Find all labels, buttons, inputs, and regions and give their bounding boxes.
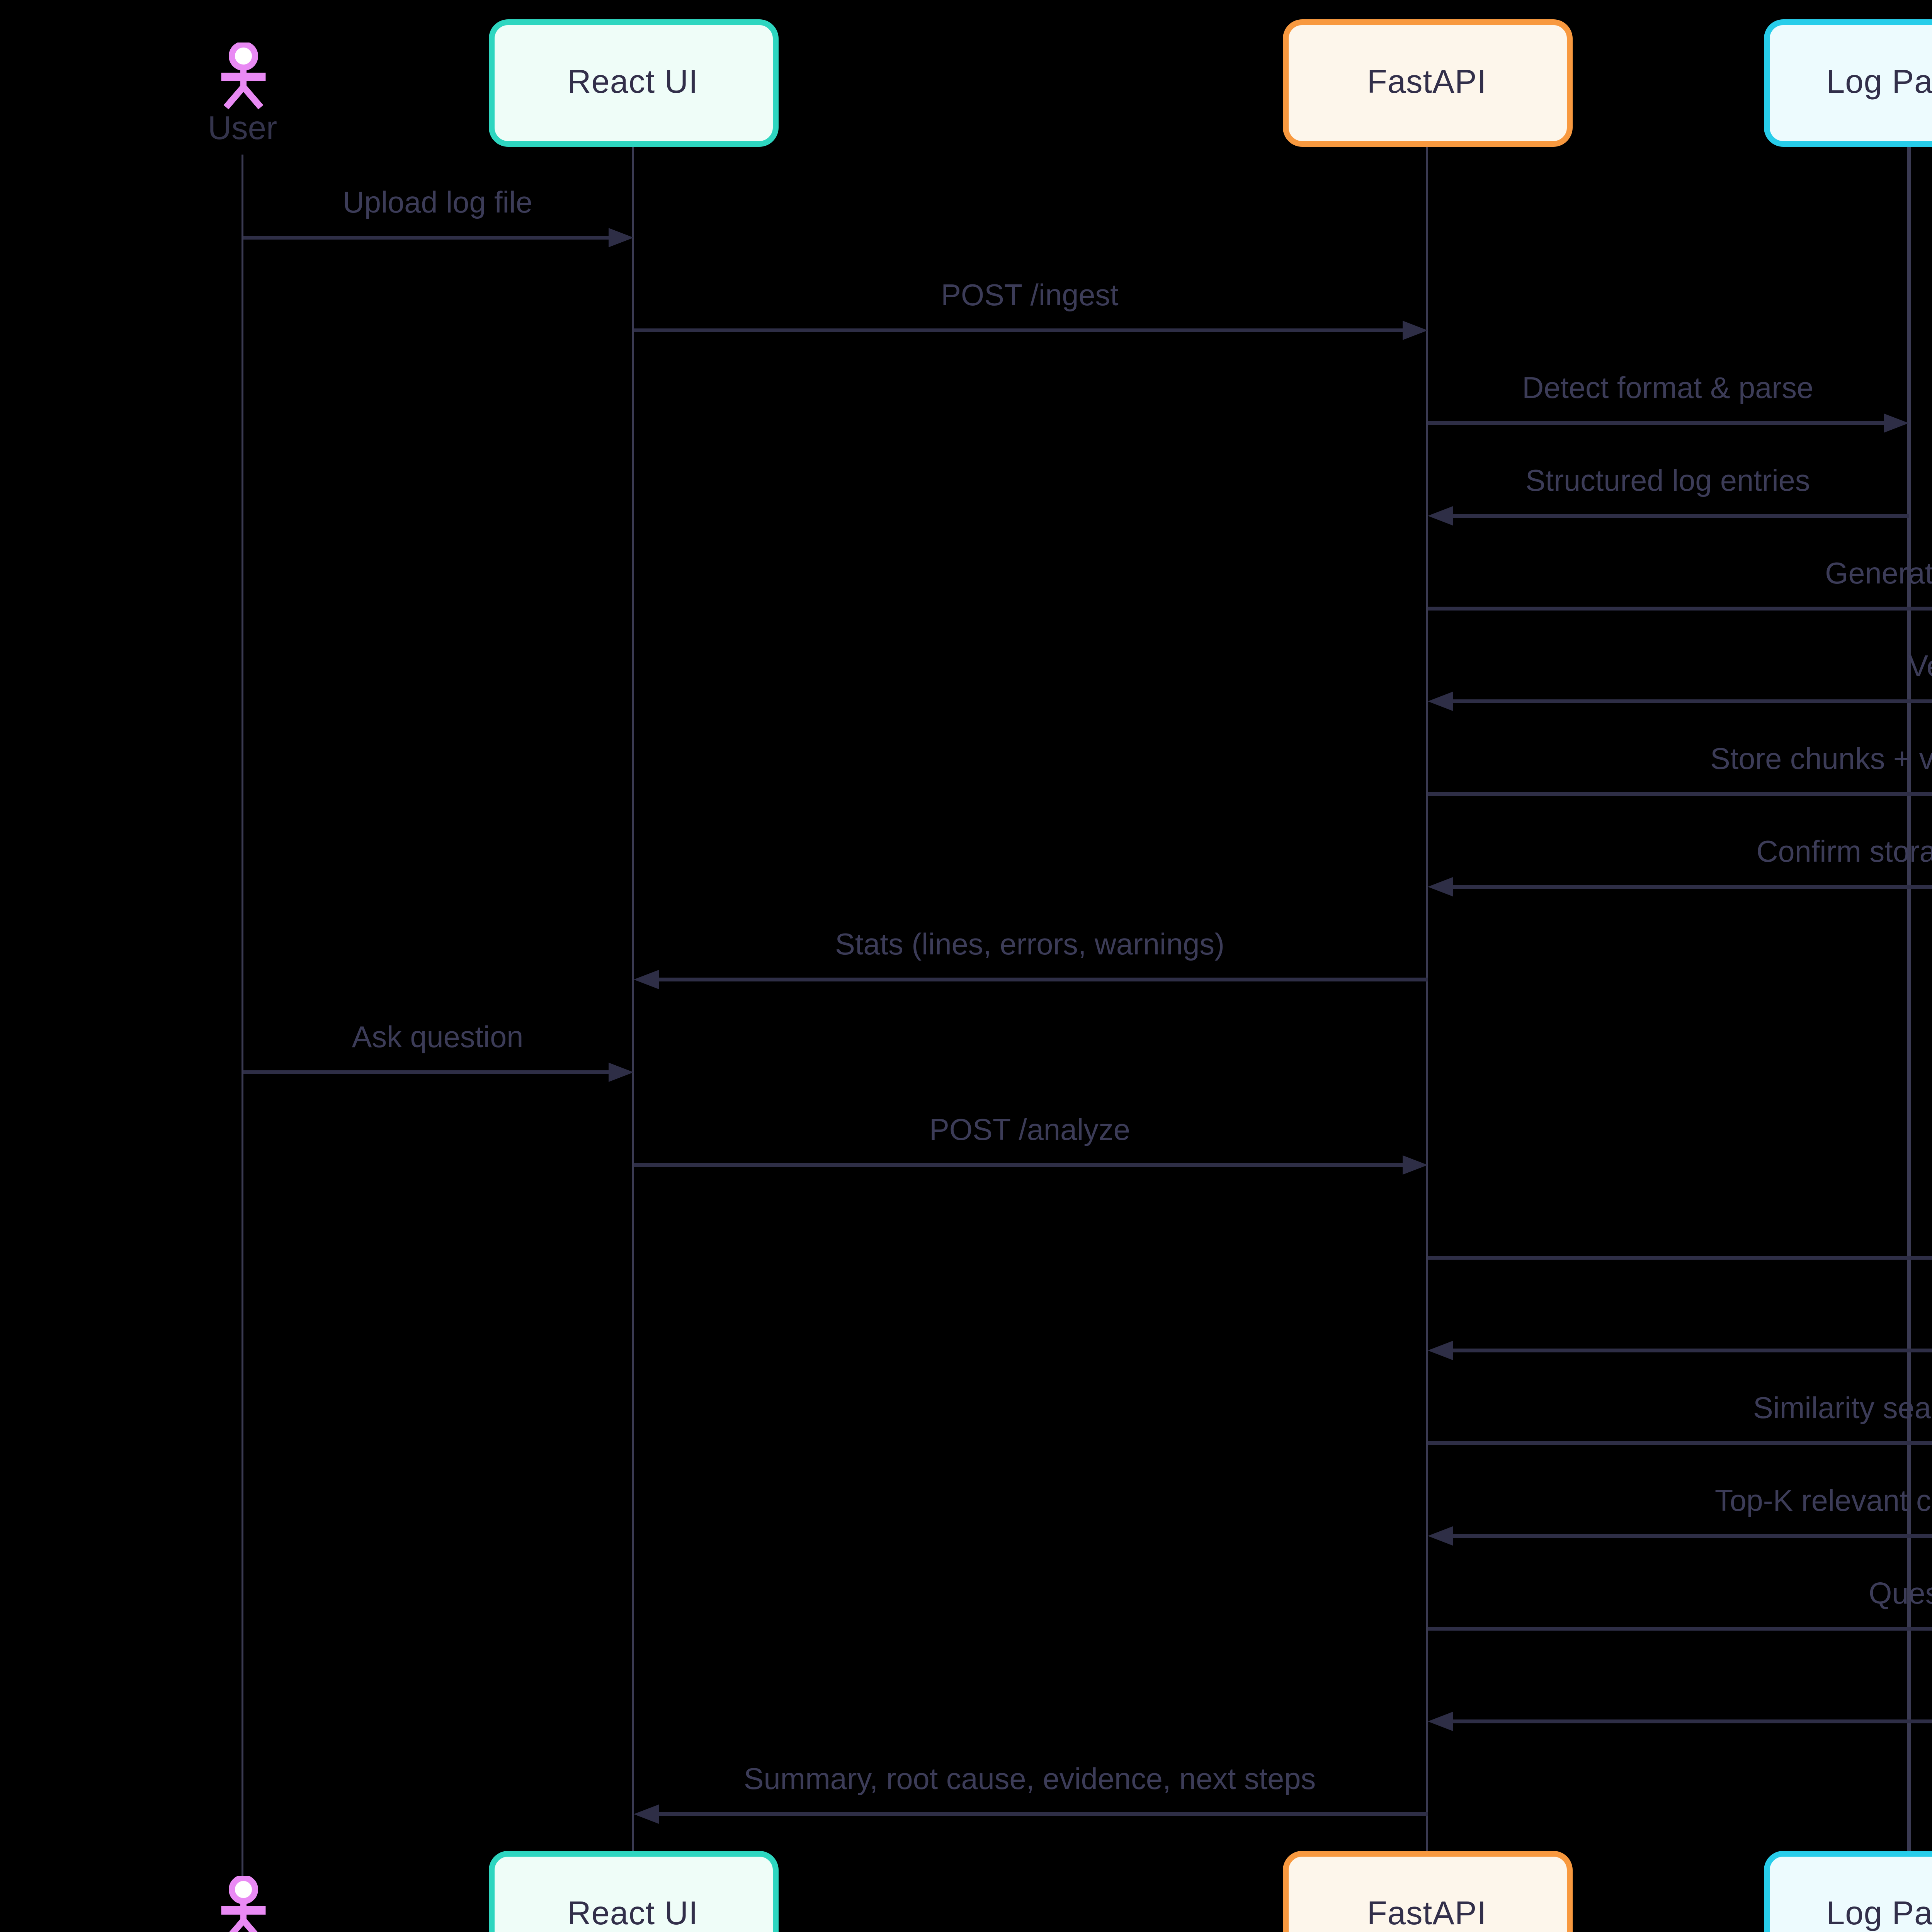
message-10-ask-question: Ask question [242, 1000, 633, 1082]
message-1-upload-log-file: Upload log file [242, 165, 633, 247]
participant-react-ui-bottom: React UI [488, 1851, 778, 1932]
participant-fastapi-top: FastAPI [1282, 19, 1572, 147]
arrowhead-left-icon [1427, 505, 1452, 525]
participant-react-ui-top: React UI [488, 19, 778, 147]
message-label: Generate embeddings (concurrent) [1825, 557, 1932, 590]
arrowhead-left-icon [1427, 1711, 1452, 1731]
lifeline-user [241, 155, 244, 1876]
lifeline-react-ui [631, 147, 634, 1851]
participant-log-parser-bottom: Log Parser [1764, 1851, 1932, 1932]
message-3-detect-format-parse: Detect format & parse [1427, 351, 1909, 432]
lifeline-log-parser [1907, 147, 1910, 1851]
message-label: Question + evidence context [1869, 1577, 1932, 1611]
message-7-store-chunks-vectors: Store chunks + vectors [1427, 722, 1932, 803]
arrowhead-right-icon [607, 227, 633, 247]
message-label: Stats (lines, errors, warnings) [835, 928, 1225, 961]
message-arrow-line [1450, 1347, 1932, 1353]
arrowhead-left-icon [633, 1804, 658, 1823]
arrowhead-left-icon [1427, 1340, 1452, 1360]
arrowhead-right-icon [1401, 1155, 1427, 1174]
message-label: Upload log file [342, 186, 533, 219]
lifeline-fastapi [1425, 147, 1429, 1851]
message-label: POST /analyze [929, 1114, 1130, 1147]
message-label: Top-K relevant chunks [1714, 1485, 1932, 1518]
arrowhead-left-icon [1427, 1526, 1452, 1545]
message-8-confirm-storage: Confirm storage [1427, 815, 1932, 896]
actor-user-bottom [200, 1875, 285, 1932]
message-13-question-vector: Question vector [1427, 1278, 1932, 1360]
message-17-analysis-response: Analysis response [1427, 1649, 1932, 1731]
message-arrow-line [633, 327, 1404, 333]
message-9-stats-lines-errors-warnings: Stats (lines, errors, warnings) [633, 907, 1427, 989]
stickman-icon [220, 1875, 265, 1932]
participant-log-parser-top: Log Parser [1764, 19, 1932, 147]
actor-label-user-top: User [207, 110, 277, 147]
message-15-top-k-relevant-chunks: Top-K relevant chunks [1427, 1464, 1932, 1545]
message-14-similarity-search: Similarity search [1427, 1371, 1932, 1452]
arrowhead-left-icon [633, 969, 658, 989]
message-label: Similarity search [1753, 1392, 1932, 1425]
message-arrow-line [1427, 791, 1932, 796]
message-arrow-line [1427, 1626, 1932, 1631]
message-label: Summary, root cause, evidence, next step… [743, 1763, 1316, 1796]
message-label: Detect format & parse [1522, 372, 1814, 405]
message-label: Question vector [1427, 1299, 1932, 1334]
message-11-post-analyze: POST /analyze [633, 1093, 1427, 1174]
message-label: Structured log entries [1525, 464, 1810, 498]
message-12-embed-question: Embed question [1427, 1185, 1932, 1267]
message-arrow-line [1450, 884, 1932, 889]
message-4-structured-log-entries: Structured log entries [1427, 444, 1909, 525]
message-18-summary-root-cause-evidence-ne: Summary, root cause, evidence, next step… [633, 1742, 1427, 1823]
participant-fastapi-bottom: FastAPI [1282, 1851, 1572, 1932]
message-16-question-evidence-context: Question + evidence context [1427, 1556, 1932, 1638]
arrowhead-right-icon [1884, 413, 1909, 432]
stickman-icon [220, 41, 265, 110]
message-arrow-line [242, 1069, 610, 1075]
message-arrow-line [633, 1162, 1404, 1167]
message-5-generate-embeddings-concurrent: Generate embeddings (concurrent) [1427, 536, 1932, 617]
message-2-post-ingest: POST /ingest [633, 258, 1427, 340]
message-arrow-line [656, 976, 1427, 982]
message-arrow-line [1450, 1718, 1932, 1724]
message-arrow-line [1427, 1255, 1932, 1260]
arrowhead-left-icon [1427, 691, 1452, 711]
message-arrow-line [1450, 698, 1932, 704]
message-label: Analysis response [1427, 1670, 1932, 1705]
arrowhead-right-icon [607, 1062, 633, 1082]
message-arrow-line [1427, 605, 1932, 611]
message-label: Vector representations [1908, 650, 1932, 683]
message-arrow-line [1450, 1533, 1932, 1538]
actor-user-top [200, 41, 285, 112]
message-label: Store chunks + vectors [1710, 743, 1932, 776]
message-label: Ask question [352, 1021, 524, 1054]
message-arrow-line [1450, 513, 1909, 518]
message-arrow-line [1427, 420, 1886, 425]
arrowhead-right-icon [1401, 320, 1427, 340]
message-arrow-line [656, 1811, 1427, 1816]
message-label: Confirm storage [1756, 835, 1932, 869]
arrowhead-left-icon [1427, 876, 1452, 896]
message-label: Embed question [1427, 1207, 1932, 1242]
message-6-vector-representations: Vector representations [1427, 629, 1932, 711]
message-arrow-line [242, 235, 610, 240]
message-label: POST /ingest [941, 279, 1119, 312]
message-arrow-line [1427, 1440, 1932, 1446]
